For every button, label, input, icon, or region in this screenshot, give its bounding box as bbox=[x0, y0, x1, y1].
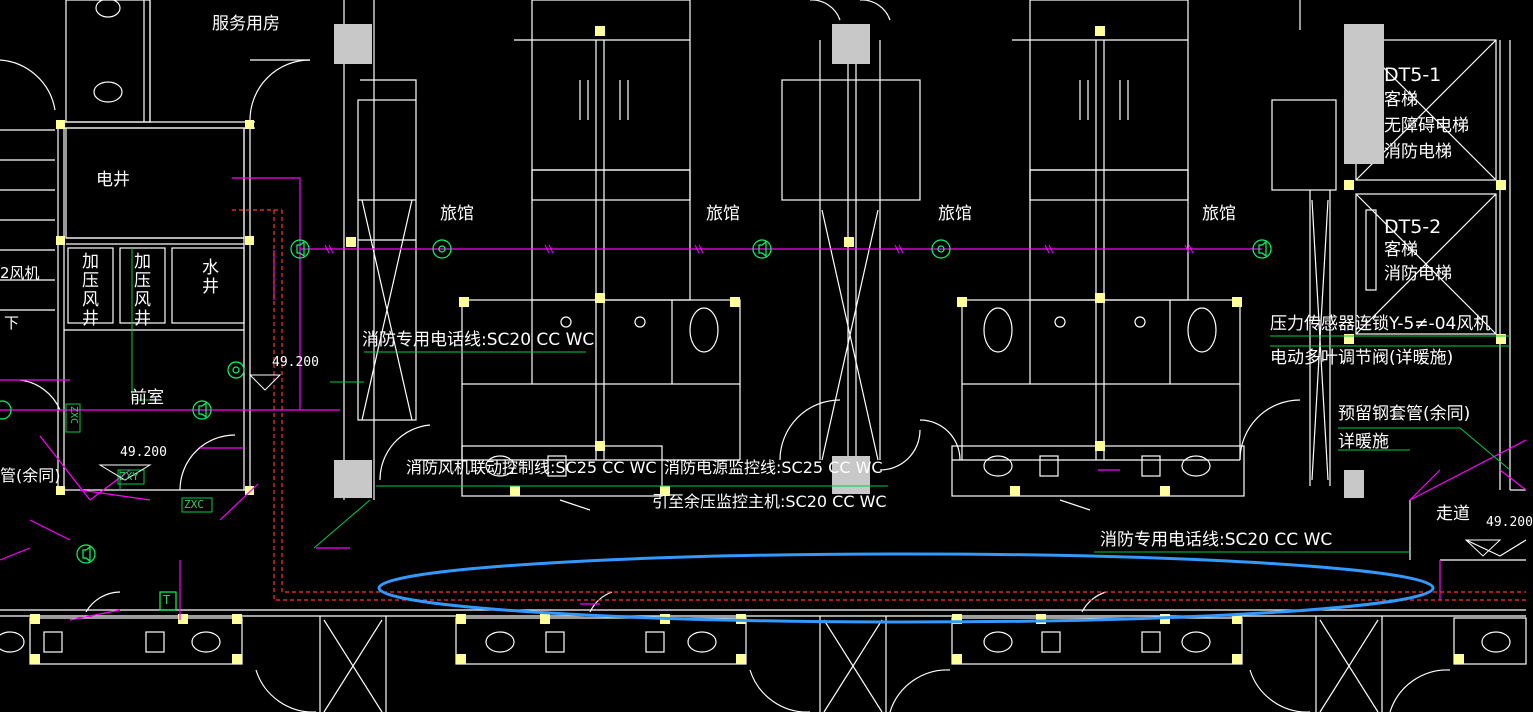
device-code-t: T bbox=[163, 593, 171, 607]
annotation-fan-control: 消防风机联动控制线:SC25 CC WC bbox=[406, 458, 657, 477]
leader-lines bbox=[119, 248, 1511, 553]
speaker-icon bbox=[432, 239, 452, 259]
elevator-1-line1: 客梯 bbox=[1384, 90, 1418, 110]
annotation-power-monitor: 消防电源监控线:SC25 CC WC bbox=[664, 458, 883, 477]
annotation-residual-pressure: 引至余压监控主机:SC20 CC WC bbox=[652, 492, 887, 511]
device-code-zxy: ZXY bbox=[119, 470, 139, 483]
speaker-icon bbox=[931, 239, 951, 259]
elevator-2-line1: 客梯 bbox=[1384, 240, 1418, 260]
shaft-label-press-fan-2: 加压风井 bbox=[130, 252, 150, 328]
shaft-label-press-fan-1: 加压风井 bbox=[78, 252, 98, 328]
room-label-front-room: 前室 bbox=[130, 388, 164, 408]
room-label-hotel-3: 旅馆 bbox=[938, 204, 972, 224]
room-label-service: 服务用房 bbox=[212, 14, 280, 34]
elevator-1-line3: 消防电梯 bbox=[1384, 142, 1452, 162]
device-code-boxes bbox=[65, 403, 213, 513]
elevator-1-id: DT5-1 bbox=[1384, 64, 1442, 86]
speaker-icon bbox=[227, 361, 245, 379]
annotation-pressure-sensor: 压力传感器连锁Y-5≠-04风机 bbox=[1270, 314, 1491, 334]
elevation-label-3: 49.200 bbox=[1486, 515, 1533, 530]
speaker-icon bbox=[752, 239, 772, 259]
annotation-fire-phone-1: 消防专用电话线:SC20 CC WC bbox=[362, 330, 595, 350]
elevation-label-2: 49.200 bbox=[120, 445, 167, 460]
elevation-label-1: 49.200 bbox=[272, 355, 319, 370]
annotation-sleeve: 预留钢套管(余同) bbox=[1338, 404, 1471, 424]
elevator-2-line2: 消防电梯 bbox=[1384, 264, 1452, 284]
speaker-icon bbox=[290, 239, 310, 259]
stair-down-label: 下 bbox=[4, 314, 20, 332]
room-label-hotel-4: 旅馆 bbox=[1202, 204, 1236, 224]
annotation-damper: 电动多叶调节阀(详暖施) bbox=[1270, 348, 1454, 368]
speaker-icon bbox=[0, 400, 12, 420]
fire-zone-boundary bbox=[232, 209, 1526, 601]
device-code-zxc-2: ZXC bbox=[184, 498, 204, 511]
annotation-hvac-ref: 详暖施 bbox=[1338, 432, 1389, 452]
annotation-fire-phone-2: 消防专用电话线:SC20 CC WC bbox=[1100, 530, 1333, 550]
elevator-1-line2: 无障碍电梯 bbox=[1384, 116, 1469, 136]
speaker-icon bbox=[76, 544, 96, 564]
speaker-icon bbox=[1252, 239, 1272, 259]
annotation-sleeve-left: 管(余同) bbox=[0, 466, 61, 485]
device-code-zxc-1: ZXC bbox=[68, 406, 79, 425]
fire-line-ticks bbox=[324, 244, 1194, 254]
partial-fan-label: 2风机 bbox=[0, 264, 40, 282]
room-label-electric-shaft: 电井 bbox=[96, 170, 130, 190]
elevation-markers bbox=[98, 374, 1502, 557]
speaker-icon bbox=[192, 400, 212, 420]
highlight-ellipse bbox=[377, 552, 1435, 624]
fire-speakers bbox=[0, 239, 1272, 611]
room-label-corridor: 走道 bbox=[1436, 504, 1470, 524]
shaft-label-water: 水井 bbox=[198, 258, 218, 296]
room-label-hotel-2: 旅馆 bbox=[706, 204, 740, 224]
structural-columns bbox=[334, 24, 1384, 498]
column-anchors bbox=[30, 26, 1506, 664]
room-label-hotel-1: 旅馆 bbox=[440, 204, 474, 224]
elevator-2-id: DT5-2 bbox=[1384, 216, 1442, 238]
fire-wiring bbox=[0, 177, 1527, 621]
